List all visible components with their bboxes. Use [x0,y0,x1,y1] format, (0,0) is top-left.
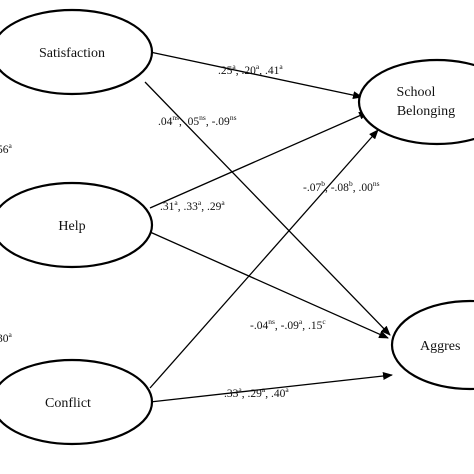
coef-satisfaction-to-aggression-value-2: -.09 [212,116,230,128]
path-satisfaction-to-aggression [144,81,391,336]
coef-satisfaction-to-school-belonging-superscript-1: a [256,62,260,71]
coef-conflict-to-aggression-superscript-0: a [238,385,242,394]
coef-conflict-to-aggression-value-1: .29 [247,388,262,400]
coef-help-to-school-belonging-superscript-0: a [174,198,178,207]
conflict-variance-label: 30a [0,330,13,345]
coef-help-to-aggression-value-1: -.09 [281,320,299,332]
coef-help-to-school-belonging-separator-0: , [178,201,184,213]
coef-conflict-to-aggression-value-0: .33 [224,388,239,400]
coef-satisfaction-to-aggression-value-1: .05 [185,116,200,128]
coef-help-to-school-belonging-value-1: .33 [183,201,198,213]
coef-satisfaction-to-school-belonging-superscript-2: a [279,62,283,71]
coef-conflict-to-school-belonging-separator-1: , [353,182,359,194]
path-conflict-to-school-belonging [149,129,379,389]
coef-help-to-aggression-superscript-0: ns [268,317,275,326]
path-conflict-to-aggression [149,372,393,403]
coef-satisfaction-to-school-belonging-value-1: .20 [241,65,256,77]
coef-conflict-to-school-belonging-value-2: .00 [358,182,373,194]
coef-conflict-to-aggression-separator-1: , [265,388,271,400]
coef-help-to-school-belonging-superscript-1: a [198,198,202,207]
coef-satisfaction-to-aggression-superscript-2: ns [230,113,237,122]
node-help [0,181,154,269]
node-aggression [390,299,474,391]
coef-conflict-to-aggression-separator-0: , [242,388,248,400]
coef-satisfaction-to-aggression-separator-1: , [206,116,212,128]
coef-satisfaction-to-school-belonging-value-2: .41 [265,65,280,77]
coef-help-to-school-belonging: .31a, .33a, .29a [160,198,225,213]
coef-satisfaction-to-school-belonging-separator-1: , [259,65,265,77]
coef-help-to-aggression-superscript-2: c [322,317,326,326]
coef-conflict-to-school-belonging: -.07b, -.08b, .00ns [303,179,380,194]
path-satisfaction-to-school-belonging [149,51,363,100]
node-help-label: Help [58,219,85,234]
coef-help-to-aggression-value-0: -.04 [250,320,268,332]
coef-conflict-to-school-belonging-superscript-2: ns [373,179,380,188]
coef-help-to-school-belonging-value-2: .29 [207,201,222,213]
node-school-belonging [357,58,474,146]
coef-conflict-to-school-belonging-value-1: -.08 [331,182,349,194]
coef-satisfaction-to-school-belonging: .25a, .20a, .41a [218,62,283,77]
coef-conflict-to-school-belonging-superscript-0: b [321,179,325,188]
coef-conflict-to-school-belonging-separator-0: , [325,182,331,194]
coef-satisfaction-to-school-belonging-superscript-0: a [232,62,236,71]
coef-help-to-school-belonging-superscript-2: a [221,198,225,207]
coef-help-to-aggression: -.04ns, -.09a, .15c [250,317,326,332]
node-aggression-label: Aggres [420,339,460,354]
coef-conflict-to-school-belonging-value-0: -.07 [303,182,321,194]
node-satisfaction [0,8,154,96]
coef-conflict-to-aggression-superscript-1: a [262,385,266,394]
coef-satisfaction-to-aggression-separator-0: , [179,116,185,128]
coef-help-to-aggression-separator-1: , [302,320,308,332]
coef-satisfaction-to-aggression: .04ns, .05ns, -.09ns [158,113,237,128]
node-school-belonging-label-line1: School [397,85,436,100]
coef-satisfaction-to-aggression-superscript-1: ns [199,113,206,122]
satisfaction-variance-label: 56a [0,141,13,156]
coef-help-to-school-belonging-value-0: .31 [160,201,175,213]
coef-satisfaction-to-school-belonging-separator-0: , [236,65,242,77]
coef-conflict-to-aggression-value-2: .40 [271,388,286,400]
path-help-to-school-belonging [149,111,369,209]
coef-satisfaction-to-aggression-superscript-0: ns [172,113,179,122]
coef-help-to-aggression-superscript-1: a [299,317,303,326]
coef-conflict-to-aggression-superscript-2: a [285,385,289,394]
coef-help-to-aggression-value-2: .15 [308,320,323,332]
node-conflict [0,358,154,446]
node-satisfaction-label: Satisfaction [39,46,105,61]
node-school-belonging-label-line2: Belonging [397,104,455,119]
coef-help-to-aggression-separator-0: , [275,320,281,332]
coef-conflict-to-school-belonging-superscript-1: b [349,179,353,188]
node-conflict-label: Conflict [45,396,91,411]
path-help-to-aggression [149,231,389,339]
coef-help-to-school-belonging-separator-1: , [201,201,207,213]
coef-satisfaction-to-school-belonging-value-0: .25 [218,65,233,77]
coef-conflict-to-aggression: .33a, .29a, .40a [224,385,289,400]
coef-satisfaction-to-aggression-value-0: .04 [158,116,173,128]
